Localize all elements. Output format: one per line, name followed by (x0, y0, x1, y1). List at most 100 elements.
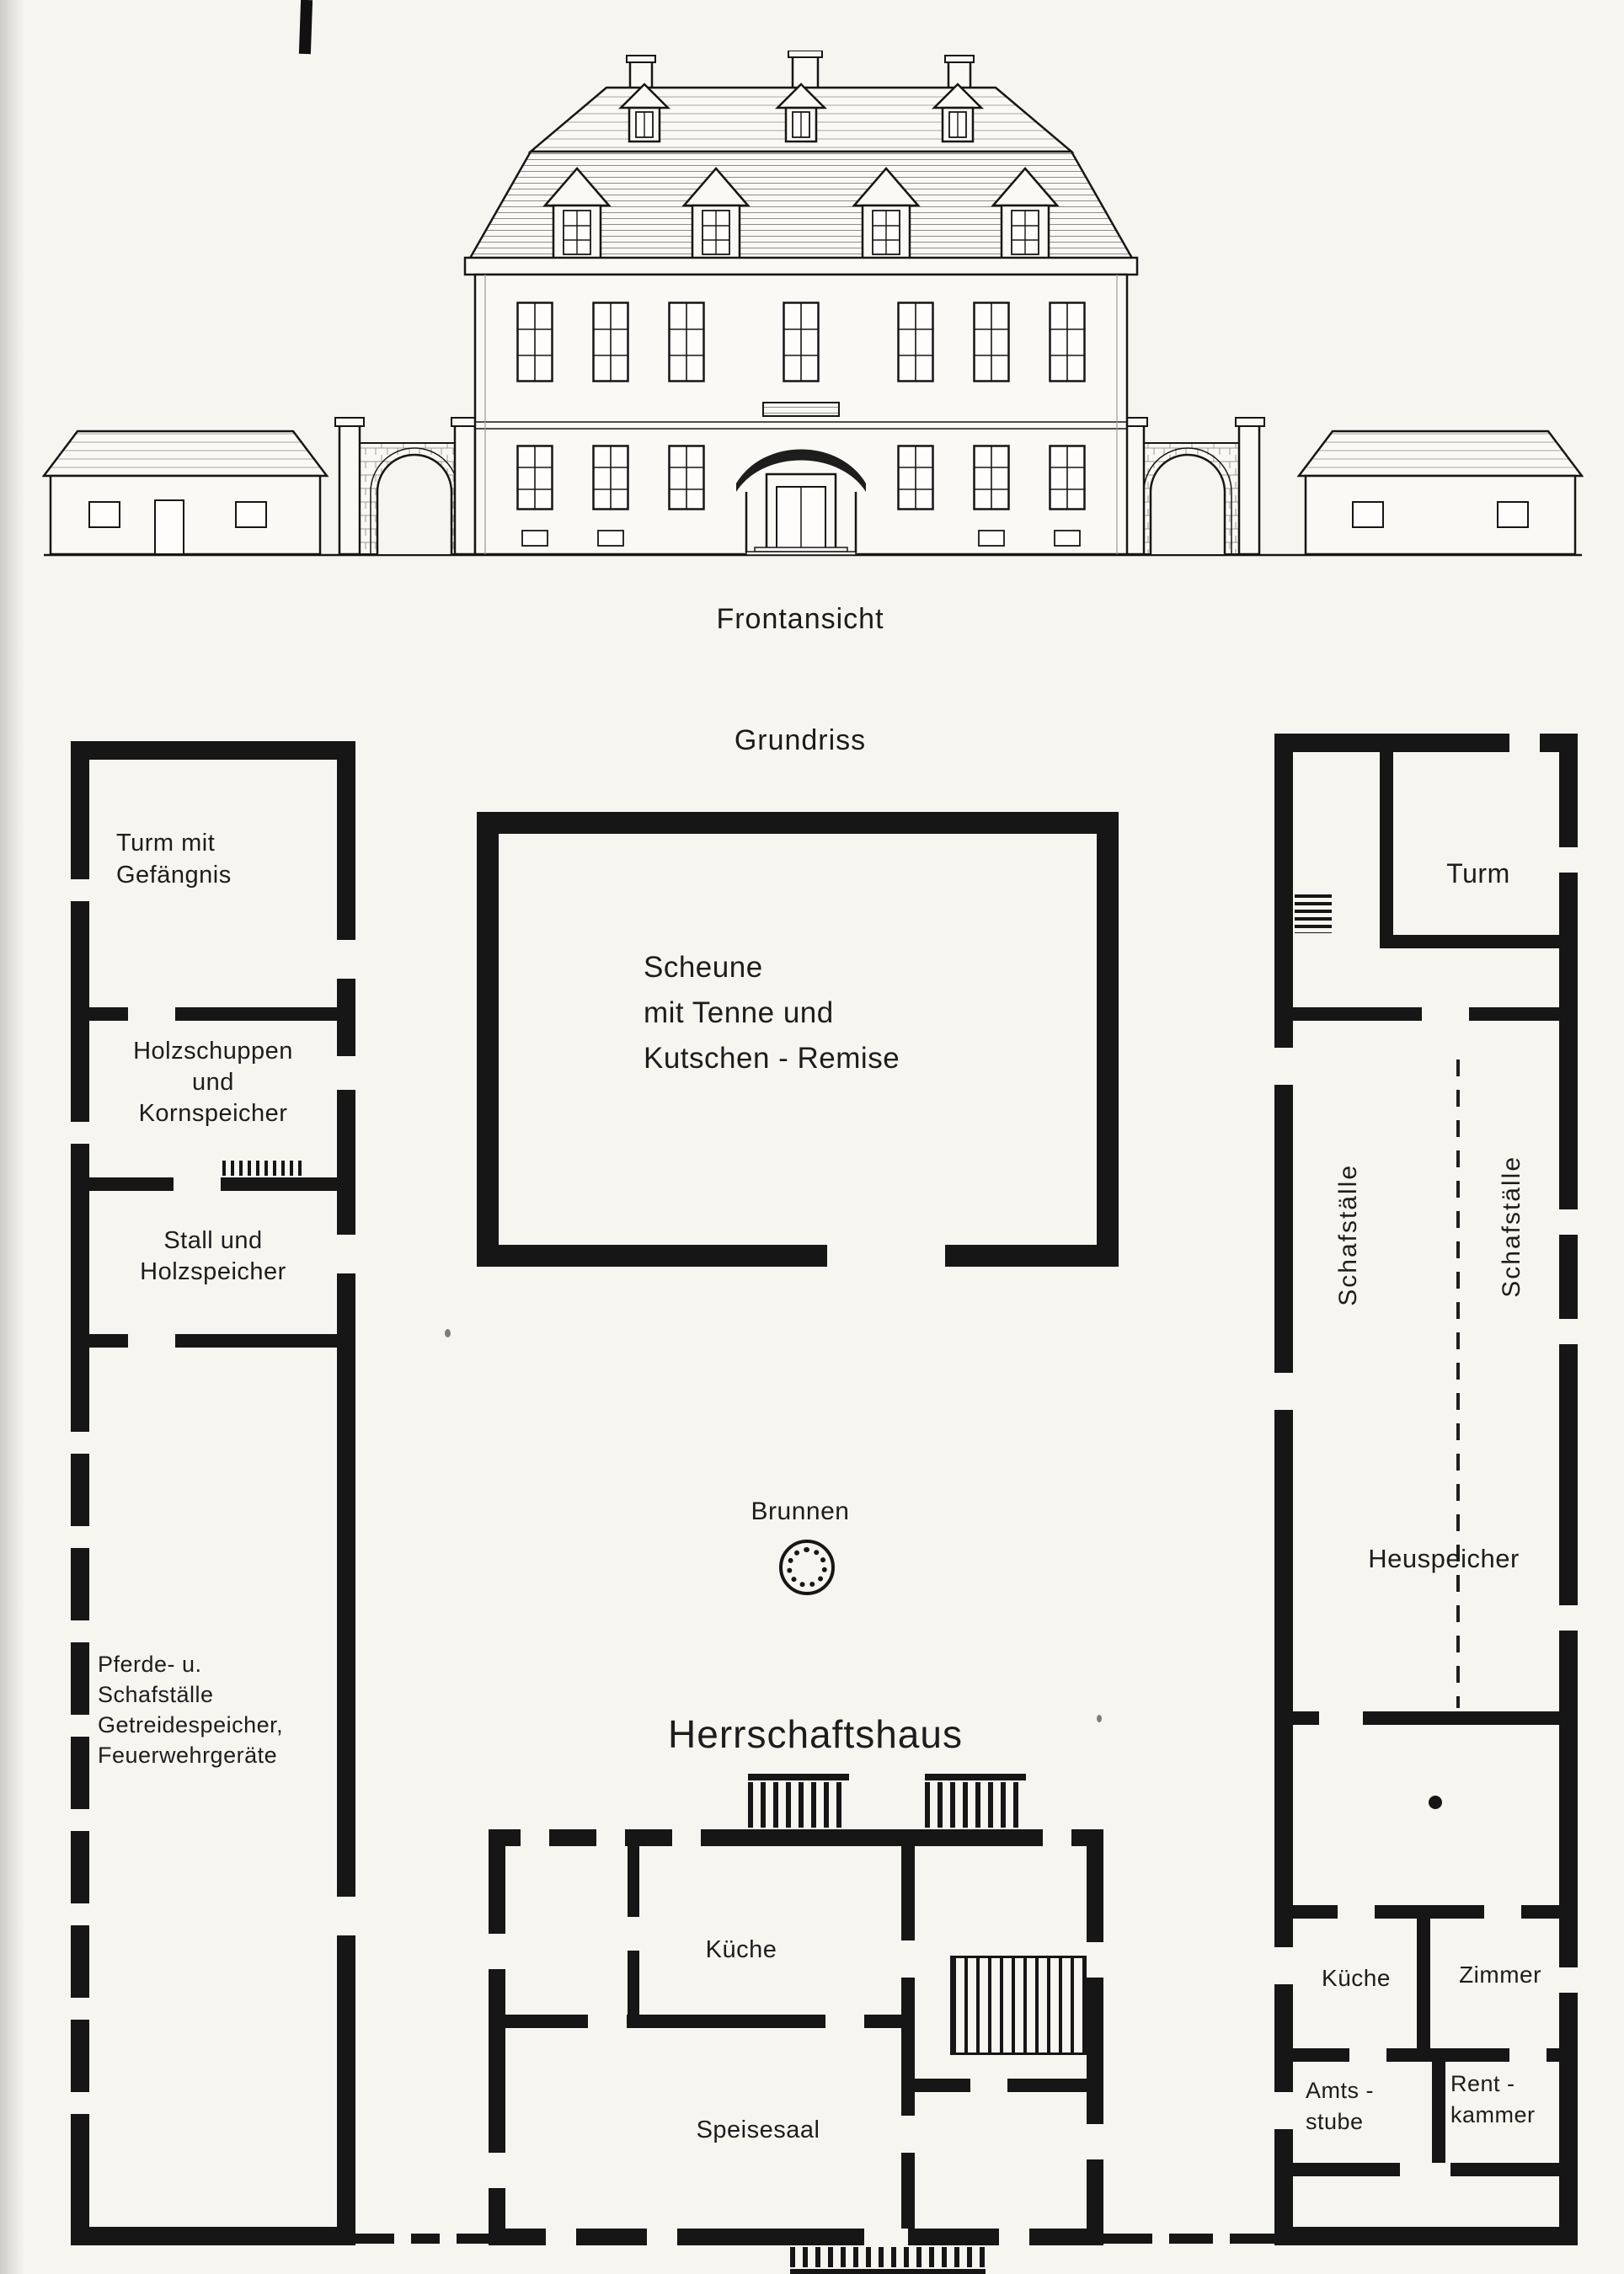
portico-entablature (748, 1774, 849, 1780)
door-gap (1274, 1373, 1293, 1410)
barn-bottom-wall-right (945, 1245, 1119, 1267)
staircase (950, 1956, 1087, 2055)
right-wing-outer-wall (1559, 734, 1578, 2245)
right-rooms-wall-vertical-2 (1432, 2048, 1445, 2163)
window-gap (1559, 847, 1578, 873)
window-gap (71, 2092, 89, 2114)
main-house (463, 51, 1139, 556)
left-wing-bottom-wall (71, 2227, 355, 2245)
door-gap (1422, 1007, 1469, 1021)
outbuilding-left (42, 430, 329, 556)
ladder-hatch (222, 1161, 307, 1176)
label-turm-gefaengnis: Turm mit Gefängnis (116, 830, 232, 889)
window-gap (1559, 1967, 1578, 1993)
well-ring (787, 1547, 827, 1588)
right-wing-top-wall (1274, 734, 1578, 752)
window (516, 302, 553, 382)
label-brunnen: Brunnen (751, 1497, 850, 1525)
window (1497, 501, 1529, 528)
portico-columns (748, 1782, 849, 1828)
window (88, 501, 120, 528)
window-gap (71, 1122, 89, 1144)
window-gap (71, 1998, 89, 2020)
window-gap (71, 1903, 89, 1925)
window-gap (546, 2229, 576, 2245)
label-pferde-schafstaelle: Pferde- u. Schafställe Getreidespeicher,… (98, 1652, 284, 1768)
window-gap (71, 879, 89, 901)
door-gap (128, 1007, 175, 1021)
cornice (463, 256, 1139, 276)
label-amtsstube: Amts - stube (1306, 2078, 1374, 2134)
window-gap (999, 2229, 1029, 2245)
elevation-caption: Frontansicht (716, 603, 884, 635)
label-speisesaal: Speisesaal (696, 2117, 820, 2143)
window (897, 302, 934, 382)
window (973, 445, 1010, 510)
entrance-portal (736, 402, 866, 556)
window (668, 302, 705, 382)
gate-arch-left (334, 417, 479, 556)
label-schafstaelle-left: Schafställe (1334, 1164, 1362, 1306)
right-wing-bottom-wall (1274, 2227, 1578, 2245)
window-gap (1043, 1829, 1071, 1846)
manor-hall-wall (901, 1846, 915, 2229)
label-stall-holzspeicher: Stall und Holzspeicher (140, 1227, 286, 1285)
barn-bottom-wall-left (477, 1245, 827, 1267)
plan-title: Grundriss (734, 724, 867, 756)
label-herrschaftshaus: Herrschaftshaus (668, 1712, 963, 1756)
manor-left-wall (489, 1829, 505, 2245)
label-manor-kueche: Küche (705, 1936, 777, 1963)
door-gap (128, 1334, 175, 1348)
scan-edge-shadow (0, 0, 24, 2274)
door-gap (1349, 2048, 1386, 2062)
basement-window (597, 530, 624, 547)
right-wing-courtyard-wall (1274, 734, 1293, 2245)
basement-window (1054, 530, 1081, 547)
door-gap (174, 1177, 221, 1191)
scan-artifact-mark (298, 0, 313, 55)
door-gap (1319, 1711, 1363, 1725)
door-gap (864, 2229, 908, 2245)
label-rentkammer: Rent - kammer (1450, 2071, 1536, 2127)
steps (745, 551, 857, 556)
window (783, 302, 820, 382)
window (516, 445, 553, 510)
window-gap (1559, 1605, 1578, 1631)
window-gap (521, 1829, 549, 1846)
window-gap (672, 1829, 701, 1846)
door-gap (628, 1917, 639, 1951)
label-zimmer: Zimmer (1459, 1962, 1541, 1988)
window (1049, 302, 1086, 382)
label-scheune: Scheune mit Tenne und Kutschen - Remise (644, 951, 900, 1075)
door-gap (337, 1235, 355, 1273)
door-gap (1484, 1905, 1521, 1919)
door-gap (337, 1897, 355, 1935)
window-gap (1509, 734, 1540, 752)
door-gap (901, 1940, 915, 1978)
door-gap (1274, 1947, 1293, 1984)
portico-entablature (790, 2269, 986, 2274)
window-gap (71, 1715, 89, 1737)
gate-gap (394, 2234, 411, 2244)
ladder-hatch (1295, 894, 1332, 933)
label-right-kueche: Küche (1322, 1965, 1391, 1991)
door-gap (901, 2116, 915, 2153)
window-gap (71, 1432, 89, 1454)
window-gap (489, 1934, 505, 1969)
portico-columns (790, 2247, 986, 2267)
barn-top-wall (477, 812, 1119, 834)
tower-wall-horizontal (1380, 935, 1578, 948)
window-gap (71, 1809, 89, 1831)
gate-gap (440, 2234, 457, 2244)
portico-columns (925, 1782, 1026, 1828)
portico-entablature (925, 1774, 1026, 1780)
basement-window (978, 530, 1005, 547)
left-wing-courtyard-wall (337, 741, 355, 2245)
window-gap (1087, 2124, 1103, 2159)
courtyard-wall-left (355, 2234, 489, 2244)
manor-top-wall (489, 1829, 1103, 1846)
door-gap (1274, 1048, 1293, 1085)
window-gap (489, 2153, 505, 2188)
left-wing-divider-1 (89, 1007, 337, 1021)
courtyard-wall-right (1103, 2234, 1274, 2244)
